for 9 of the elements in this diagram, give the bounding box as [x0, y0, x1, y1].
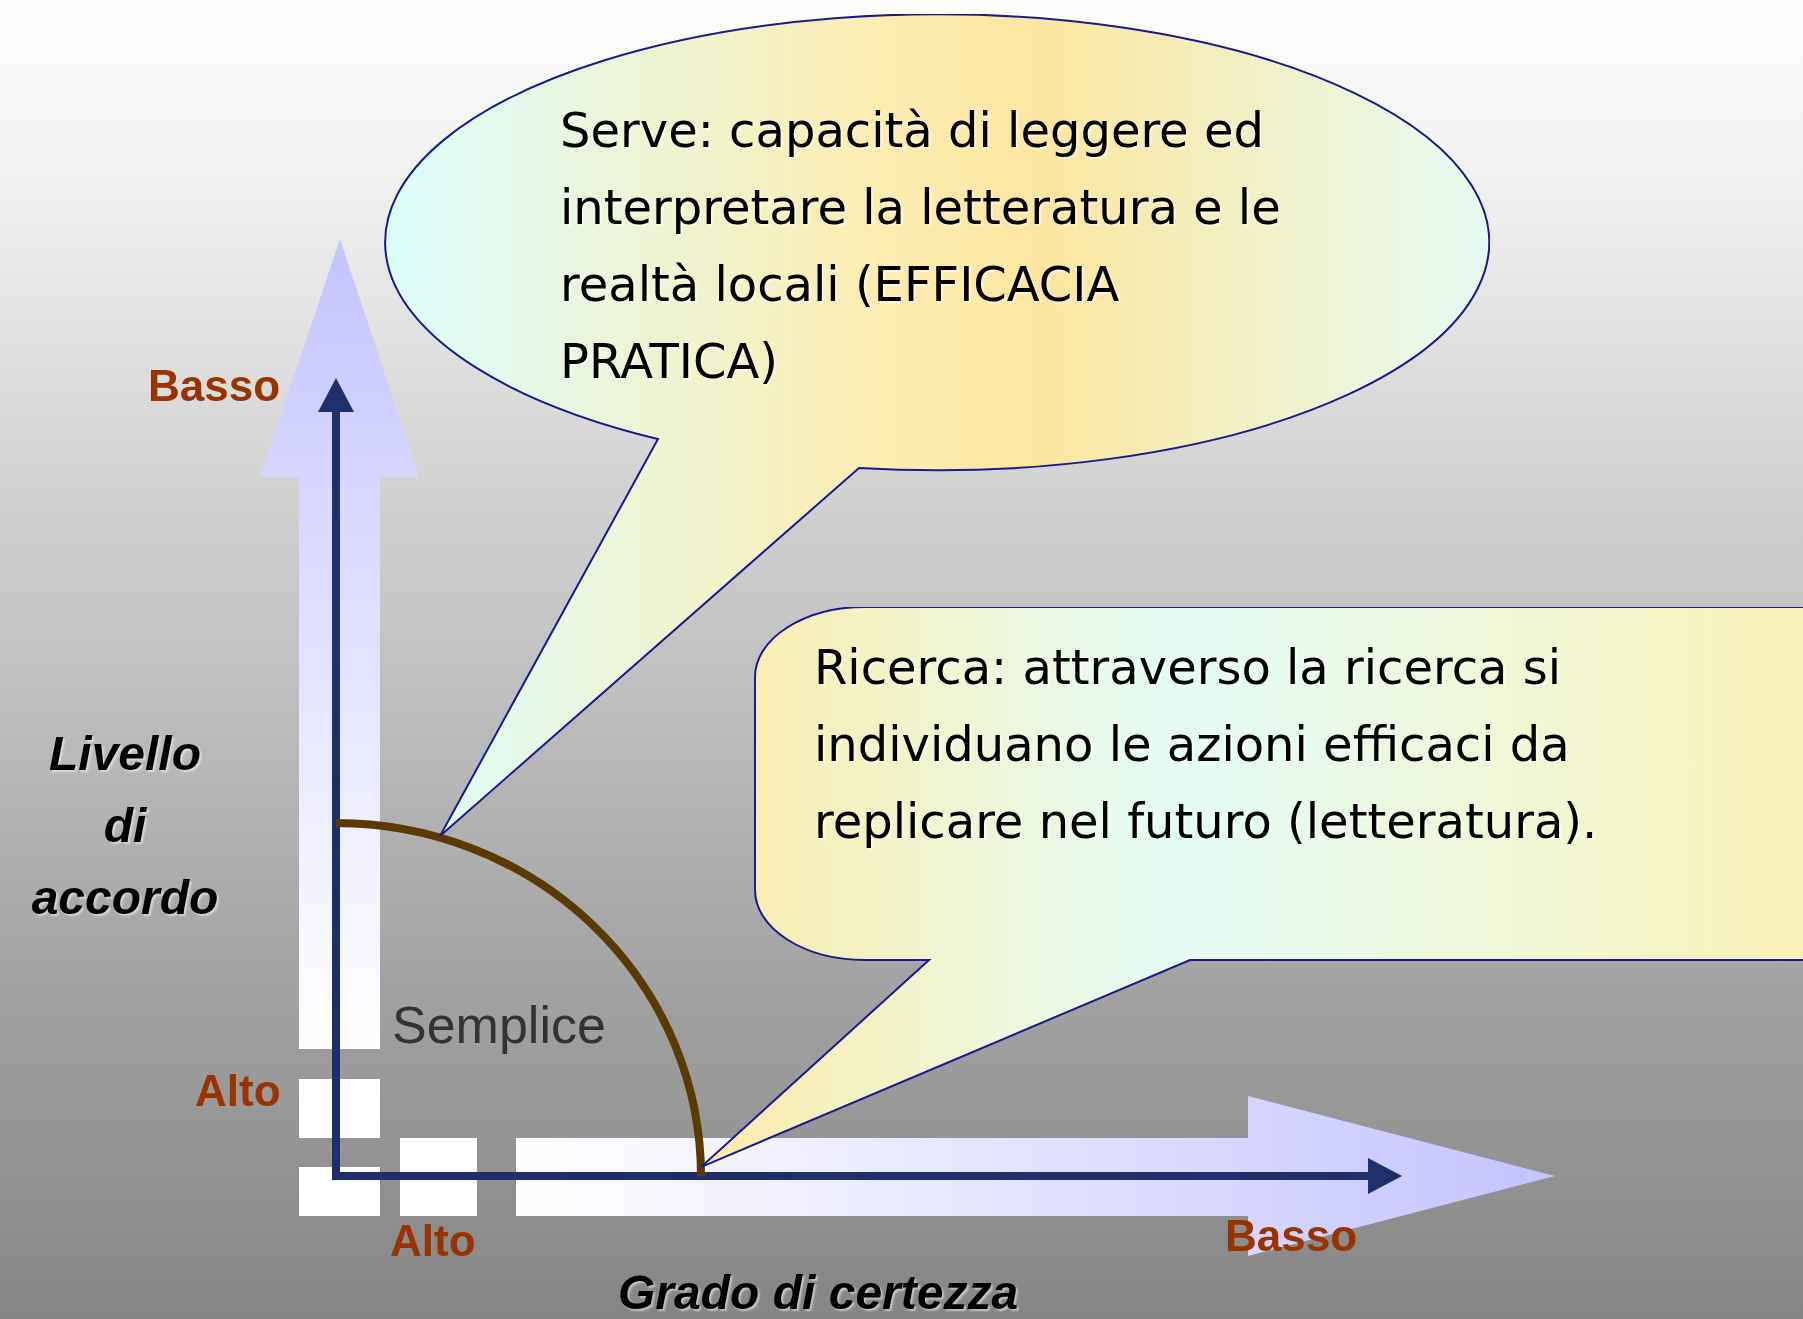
axis-title: Grado di certezza	[618, 1266, 1019, 1319]
callout-text: Serve: capacità di leggere ed interpretare la letteratura e le realtà locali (EFFICACIA PRATICA)	[560, 101, 1282, 391]
callout-text: Ricerca: attraverso la ricerca si individuano le azioni efficaci da replicare nel futuro (letteratura).	[814, 638, 1599, 851]
axis-end-label: Alto	[390, 1217, 476, 1265]
axis-end-label: Basso	[1225, 1212, 1358, 1260]
region-label: Semplice	[392, 997, 606, 1054]
axis-end-label: Alto	[195, 1067, 281, 1115]
axis-end-label: Basso	[148, 362, 281, 410]
axis-title: Livello di accordo	[30, 726, 220, 926]
